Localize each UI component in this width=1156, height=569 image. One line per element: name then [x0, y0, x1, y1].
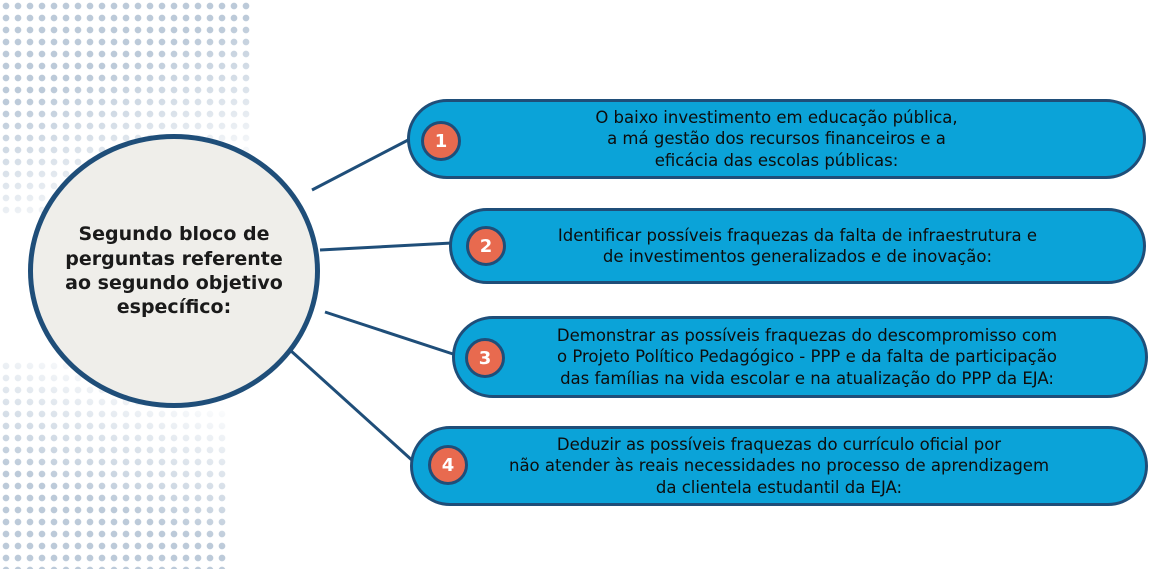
connector-line-4 — [288, 348, 416, 464]
item-2-box: Identificar possíveis fraquezas da falta… — [449, 208, 1146, 284]
item-4-text: Deduzir as possíveis fraquezas do curríc… — [508, 435, 1050, 497]
item-1-number-badge: 1 — [421, 121, 461, 161]
item-4-box: Deduzir as possíveis fraquezas do curríc… — [410, 426, 1148, 506]
item-1-box: O baixo investimento em educação pública… — [407, 99, 1146, 179]
item-3-number-badge: 3 — [465, 338, 505, 378]
connector-line-3 — [324, 310, 457, 357]
item-2-text: Identificar possíveis fraquezas da falta… — [557, 225, 1038, 266]
item-4-number-badge: 4 — [428, 445, 468, 485]
item-3-text: Demonstrar as possíveis fraquezas do des… — [556, 326, 1058, 388]
central-topic-circle: Segundo bloco de perguntas referente ao … — [28, 134, 320, 408]
item-2-number-badge: 2 — [466, 226, 506, 266]
item-3-box: Demonstrar as possíveis fraquezas do des… — [452, 316, 1148, 398]
connector-line-2 — [319, 241, 453, 252]
connector-line-1 — [311, 136, 413, 192]
item-1-text: O baixo investimento em educação pública… — [595, 108, 958, 170]
central-topic-label: Segundo bloco de perguntas referente ao … — [65, 223, 283, 319]
